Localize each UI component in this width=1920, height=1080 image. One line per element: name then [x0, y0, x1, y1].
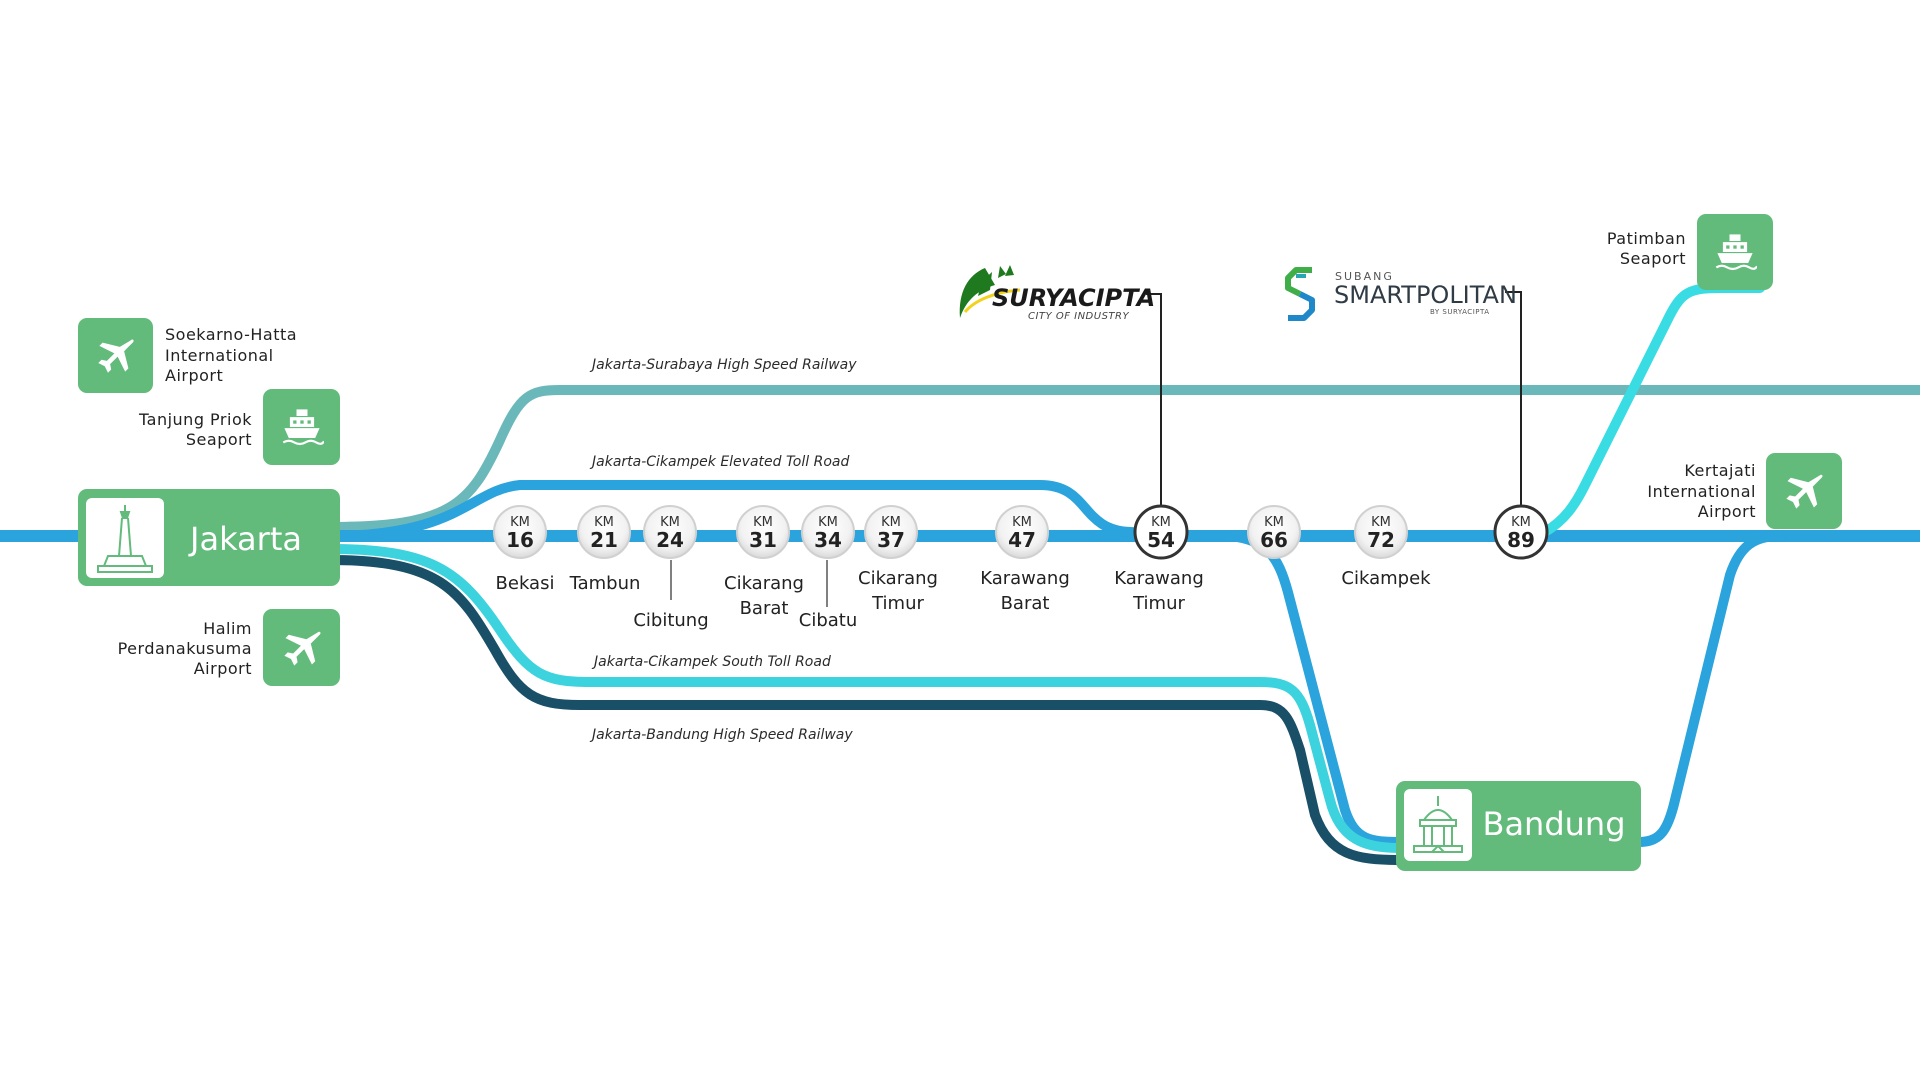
poi-label-line: Tanjung Priok — [138, 410, 252, 429]
smartpolitan-top-text: SUBANG — [1335, 270, 1394, 283]
station-names: Bekasi Tambun Cibitung Cikarang Barat Ci… — [496, 560, 1431, 631]
km-prefix: KM — [510, 515, 530, 530]
suryacipta-logo[interactable]: SURYACIPTA CITY OF INDUSTRY — [959, 265, 1155, 322]
station-label-cikarang-timur-line2: Timur — [871, 593, 924, 614]
route-elevated-toll-line — [325, 480, 1165, 541]
station-label-cibatu: Cibatu — [799, 610, 858, 631]
route-label-south-toll: Jakarta-Cikampek South Toll Road — [591, 654, 831, 670]
poi-patimban-seaport[interactable]: Patimban Seaport — [1607, 214, 1773, 290]
station-label-bekasi: Bekasi — [496, 573, 555, 594]
logo-connectors — [1146, 291, 1522, 510]
poi-tanjung-priok-seaport[interactable]: Tanjung Priok Seaport — [138, 389, 340, 465]
hub-bandung[interactable]: Bandung — [1396, 781, 1641, 871]
km-prefix: KM — [881, 515, 901, 530]
monas-icon-bg — [86, 498, 164, 578]
poi-label-line: Airport — [165, 366, 223, 385]
hub-label-jakarta: Jakarta — [188, 520, 302, 558]
km-prefix: KM — [1371, 515, 1391, 530]
km-number: 24 — [656, 528, 684, 552]
station-label-tambun: Tambun — [569, 573, 641, 594]
km-number: 31 — [749, 528, 777, 552]
km-marker-21[interactable]: KM 21 — [577, 505, 631, 559]
route-label-elevated-toll: Jakarta-Cikampek Elevated Toll Road — [589, 454, 849, 470]
poi-label-line: Kertajati — [1684, 461, 1756, 480]
km-prefix: KM — [1264, 515, 1284, 530]
poi-label-line: Seaport — [186, 430, 252, 449]
station-label-cibitung: Cibitung — [633, 610, 708, 631]
poi-label-line: Halim — [203, 619, 252, 638]
km-number: 66 — [1260, 528, 1288, 552]
km-number: 72 — [1367, 528, 1395, 552]
km-number: 89 — [1507, 528, 1535, 552]
poi-kertajati-airport[interactable]: Kertajati International Airport — [1647, 453, 1842, 529]
km-marker-34[interactable]: KM 34 — [801, 505, 855, 559]
route-hsr-surabaya-line — [325, 385, 1920, 532]
route-south-toll-line — [325, 544, 1405, 853]
poi-label-line: Perdanakusuma — [118, 639, 252, 658]
hub-label-bandung: Bandung — [1482, 805, 1625, 843]
station-label-cikarang-barat-line1: Cikarang — [724, 573, 804, 594]
km-prefix: KM — [594, 515, 614, 530]
km-number: 54 — [1147, 528, 1175, 552]
km-marker-16[interactable]: KM 16 — [493, 505, 547, 559]
suryacipta-emblem-icon — [959, 265, 1021, 318]
km-prefix: KM — [753, 515, 773, 530]
km-prefix: KM — [660, 515, 680, 530]
poi-halim-airport[interactable]: Halim Perdanakusuma Airport — [118, 609, 340, 686]
poi-label-line: Soekarno-Hatta — [165, 325, 297, 344]
station-label-cikarang-timur-line1: Cikarang — [858, 568, 938, 589]
poi-soekarno-hatta-airport[interactable]: Soekarno-Hatta International Airport — [78, 318, 297, 393]
monas-monument-icon — [97, 505, 153, 573]
station-label-karawang-timur-line2: Timur — [1132, 593, 1185, 614]
km-marker-89[interactable]: KM 89 — [1493, 504, 1549, 560]
smartpolitan-by-text: BY SURYACIPTA — [1430, 308, 1490, 316]
station-label-cikampek: Cikampek — [1341, 568, 1431, 589]
smartpolitan-wordmark: SMARTPOLITAN — [1334, 281, 1517, 309]
route-bandung-kertajati — [1635, 531, 1785, 847]
route-hsr-bandung-line — [325, 555, 1405, 865]
km-prefix: KM — [818, 515, 838, 530]
smartpolitan-logo[interactable]: SUBANG SMARTPOLITAN BY SURYACIPTA — [1285, 267, 1517, 321]
station-label-cikarang-barat-line2: Barat — [740, 598, 789, 619]
km-marker-47[interactable]: KM 47 — [995, 505, 1049, 559]
km-number: 47 — [1008, 528, 1036, 552]
poi-label-line: Airport — [194, 659, 252, 678]
station-label-karawang-timur-line1: Karawang — [1114, 568, 1204, 589]
poi-label-line: Patimban — [1607, 229, 1686, 248]
poi-label-line: International — [165, 346, 274, 365]
km-marker-54[interactable]: KM 54 — [1133, 504, 1189, 560]
suryacipta-wordmark: SURYACIPTA — [992, 284, 1155, 312]
km-marker-24[interactable]: KM 24 — [643, 505, 697, 559]
km-number: 37 — [877, 528, 905, 552]
poi-label-line: Airport — [1698, 502, 1756, 521]
route-label-hsr-bandung: Jakarta-Bandung High Speed Railway — [589, 727, 853, 743]
km-markers: KM 16 KM 21 KM 24 KM 31 KM 34 KM 37 — [493, 504, 1549, 560]
hub-jakarta[interactable]: Jakarta — [78, 489, 340, 586]
km-marker-66[interactable]: KM 66 — [1247, 505, 1301, 559]
km-marker-31[interactable]: KM 31 — [736, 505, 790, 559]
station-label-karawang-barat-line1: Karawang — [980, 568, 1070, 589]
smartpolitan-s-emblem-icon — [1285, 267, 1315, 321]
km-number: 21 — [590, 528, 618, 552]
poi-label-line: International — [1647, 482, 1756, 501]
smartpolitan-connector — [1505, 291, 1522, 510]
suryacipta-tagline: CITY OF INDUSTRY — [1028, 311, 1129, 322]
km-prefix: KM — [1511, 515, 1531, 530]
route-label-hsr-surabaya: Jakarta-Surabaya High Speed Railway — [589, 357, 857, 373]
km-prefix: KM — [1012, 515, 1032, 530]
km-marker-72[interactable]: KM 72 — [1354, 505, 1408, 559]
station-label-karawang-barat-line2: Barat — [1001, 593, 1050, 614]
route-labels: Jakarta-Surabaya High Speed Railway Jaka… — [589, 357, 857, 743]
suryacipta-connector — [1146, 293, 1162, 510]
km-number: 34 — [814, 528, 842, 552]
km-number: 16 — [506, 528, 534, 552]
km-marker-37[interactable]: KM 37 — [864, 505, 918, 559]
km-prefix: KM — [1151, 515, 1171, 530]
poi-label-line: Seaport — [1620, 249, 1686, 268]
gedung-sate-icon — [1413, 796, 1463, 853]
